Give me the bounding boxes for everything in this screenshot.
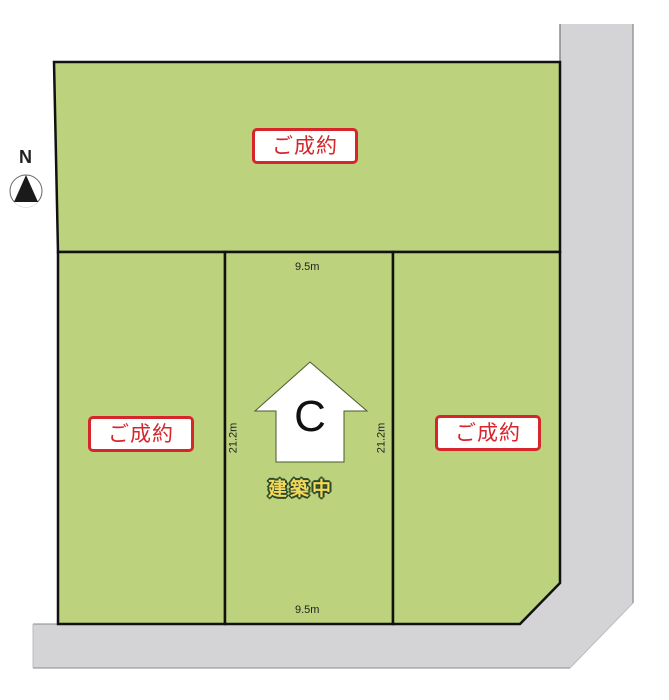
road-east (33, 24, 633, 668)
sold-badge-left: ご成約 (88, 416, 194, 452)
sold-badge-right: ご成約 (435, 415, 541, 451)
dimension-left: 21.2m (227, 422, 240, 454)
sold-badge-top: ご成約 (252, 128, 358, 164)
house-marker-icon (253, 361, 369, 463)
road (32, 24, 634, 669)
construction-status: 建築中 (268, 478, 335, 500)
north-label: N (19, 147, 32, 167)
north-arrow-icon (9, 174, 43, 208)
lot-letter: C (294, 392, 326, 441)
dimension-right: 21.2m (375, 422, 388, 454)
dimension-bottom: 9.5m (295, 604, 320, 616)
dimension-top: 9.5m (295, 261, 320, 273)
